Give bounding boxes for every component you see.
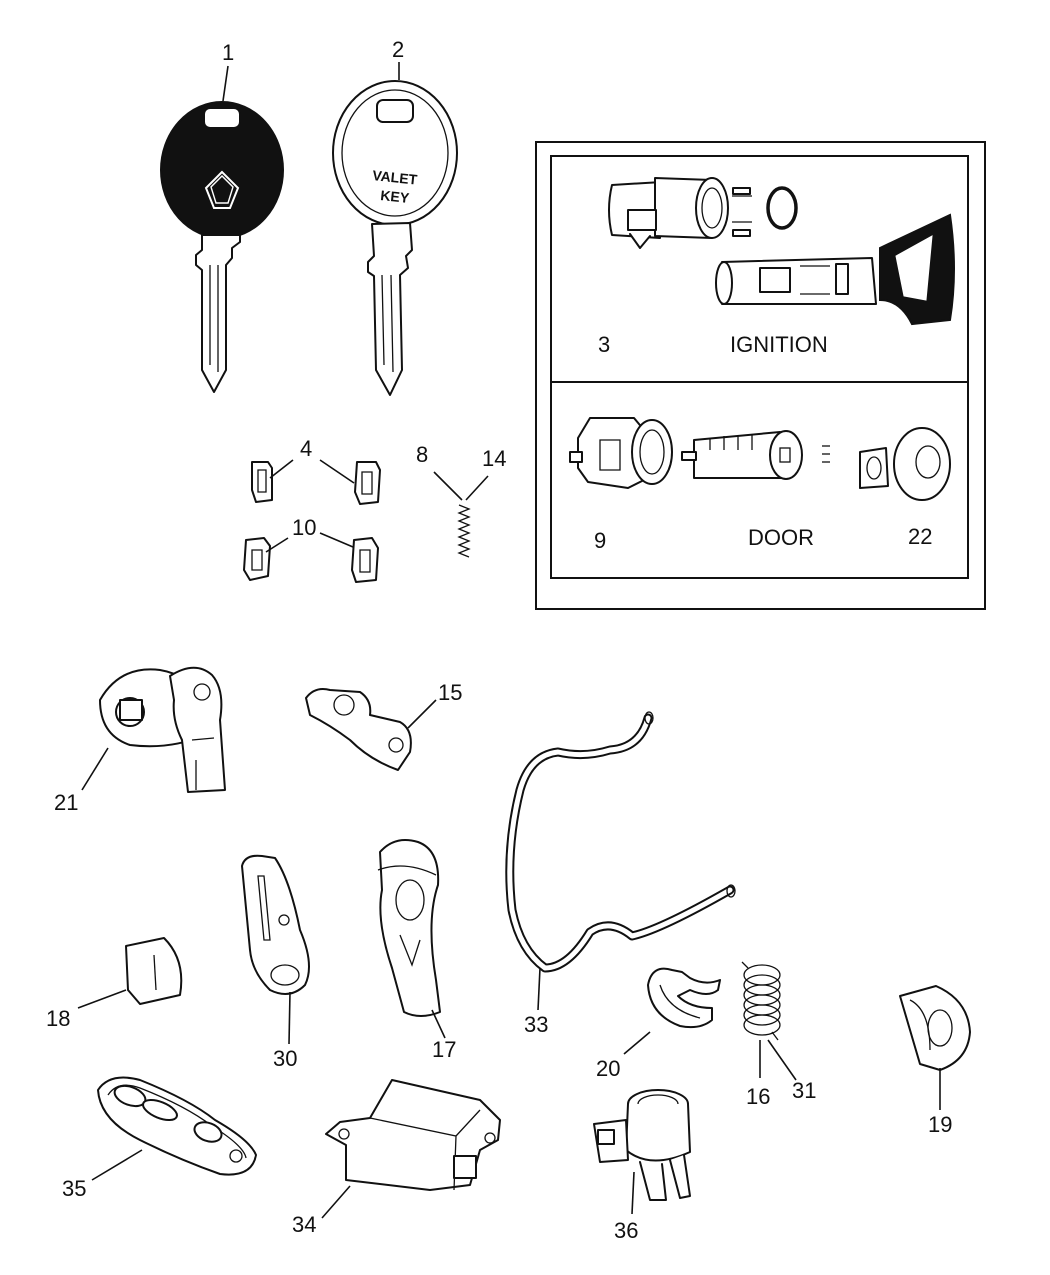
callout-18: 18 bbox=[46, 1006, 70, 1031]
callout-8: 8 bbox=[416, 442, 428, 467]
callout-17: 17 bbox=[432, 1037, 456, 1062]
part-21-lock-mechanism bbox=[99, 666, 226, 793]
callout-31: 31 bbox=[792, 1078, 816, 1103]
ignition-housing bbox=[608, 177, 798, 249]
part-16-31-torsion-spring bbox=[741, 961, 781, 1041]
callout-3: 3 bbox=[598, 332, 610, 357]
callout-10: 10 bbox=[292, 515, 316, 540]
ignition-label: IGNITION bbox=[730, 332, 828, 357]
ignition-cylinder bbox=[715, 213, 955, 326]
callout-22: 22 bbox=[908, 524, 932, 549]
part-36-lock-housing bbox=[593, 1089, 691, 1201]
part-33-lock-rod bbox=[505, 711, 736, 973]
pentastar-icon bbox=[204, 170, 240, 209]
valet-key-text-line1: VALET bbox=[372, 167, 419, 188]
lock-cylinder-inset: IGNITION DOOR bbox=[535, 141, 986, 610]
callout-9: 9 bbox=[594, 528, 606, 553]
key-2-valet-key: VALET KEY bbox=[332, 80, 458, 396]
callout-35: 35 bbox=[62, 1176, 86, 1201]
callout-30: 30 bbox=[273, 1046, 297, 1071]
callout-4: 4 bbox=[300, 436, 312, 461]
part-34-receiver-module bbox=[325, 1079, 501, 1191]
callout-2: 2 bbox=[392, 37, 404, 62]
tumbler-spring bbox=[457, 504, 471, 558]
part-15-lock-lever bbox=[305, 688, 412, 771]
door-lock-housing bbox=[569, 417, 673, 489]
valet-key-text-line2: KEY bbox=[380, 187, 411, 206]
tumbler-set bbox=[243, 461, 381, 583]
callout-20: 20 bbox=[596, 1056, 620, 1081]
callout-16: 16 bbox=[746, 1084, 770, 1109]
key-1-master-key bbox=[160, 101, 284, 393]
callout-34: 34 bbox=[292, 1212, 316, 1237]
part-18-retainer-clip bbox=[125, 937, 183, 1005]
door-lock-cylinder bbox=[681, 430, 830, 480]
callout-15: 15 bbox=[438, 680, 462, 705]
ignition-o-ring bbox=[766, 186, 798, 230]
door-lock-bezel bbox=[859, 427, 951, 501]
part-20-c-clip bbox=[647, 967, 721, 1029]
door-label: DOOR bbox=[748, 525, 814, 550]
callout-1: 1 bbox=[222, 40, 234, 65]
callout-19: 19 bbox=[928, 1112, 952, 1137]
part-35-remote-key-fob bbox=[97, 1076, 257, 1176]
callout-36: 36 bbox=[614, 1218, 638, 1243]
part-17-rod-clip bbox=[377, 839, 441, 1017]
callout-21: 21 bbox=[54, 790, 78, 815]
part-30-bracket bbox=[241, 854, 310, 995]
callout-33: 33 bbox=[524, 1012, 548, 1037]
callout-14: 14 bbox=[482, 446, 506, 471]
part-19-cylinder-bezel bbox=[899, 985, 971, 1071]
